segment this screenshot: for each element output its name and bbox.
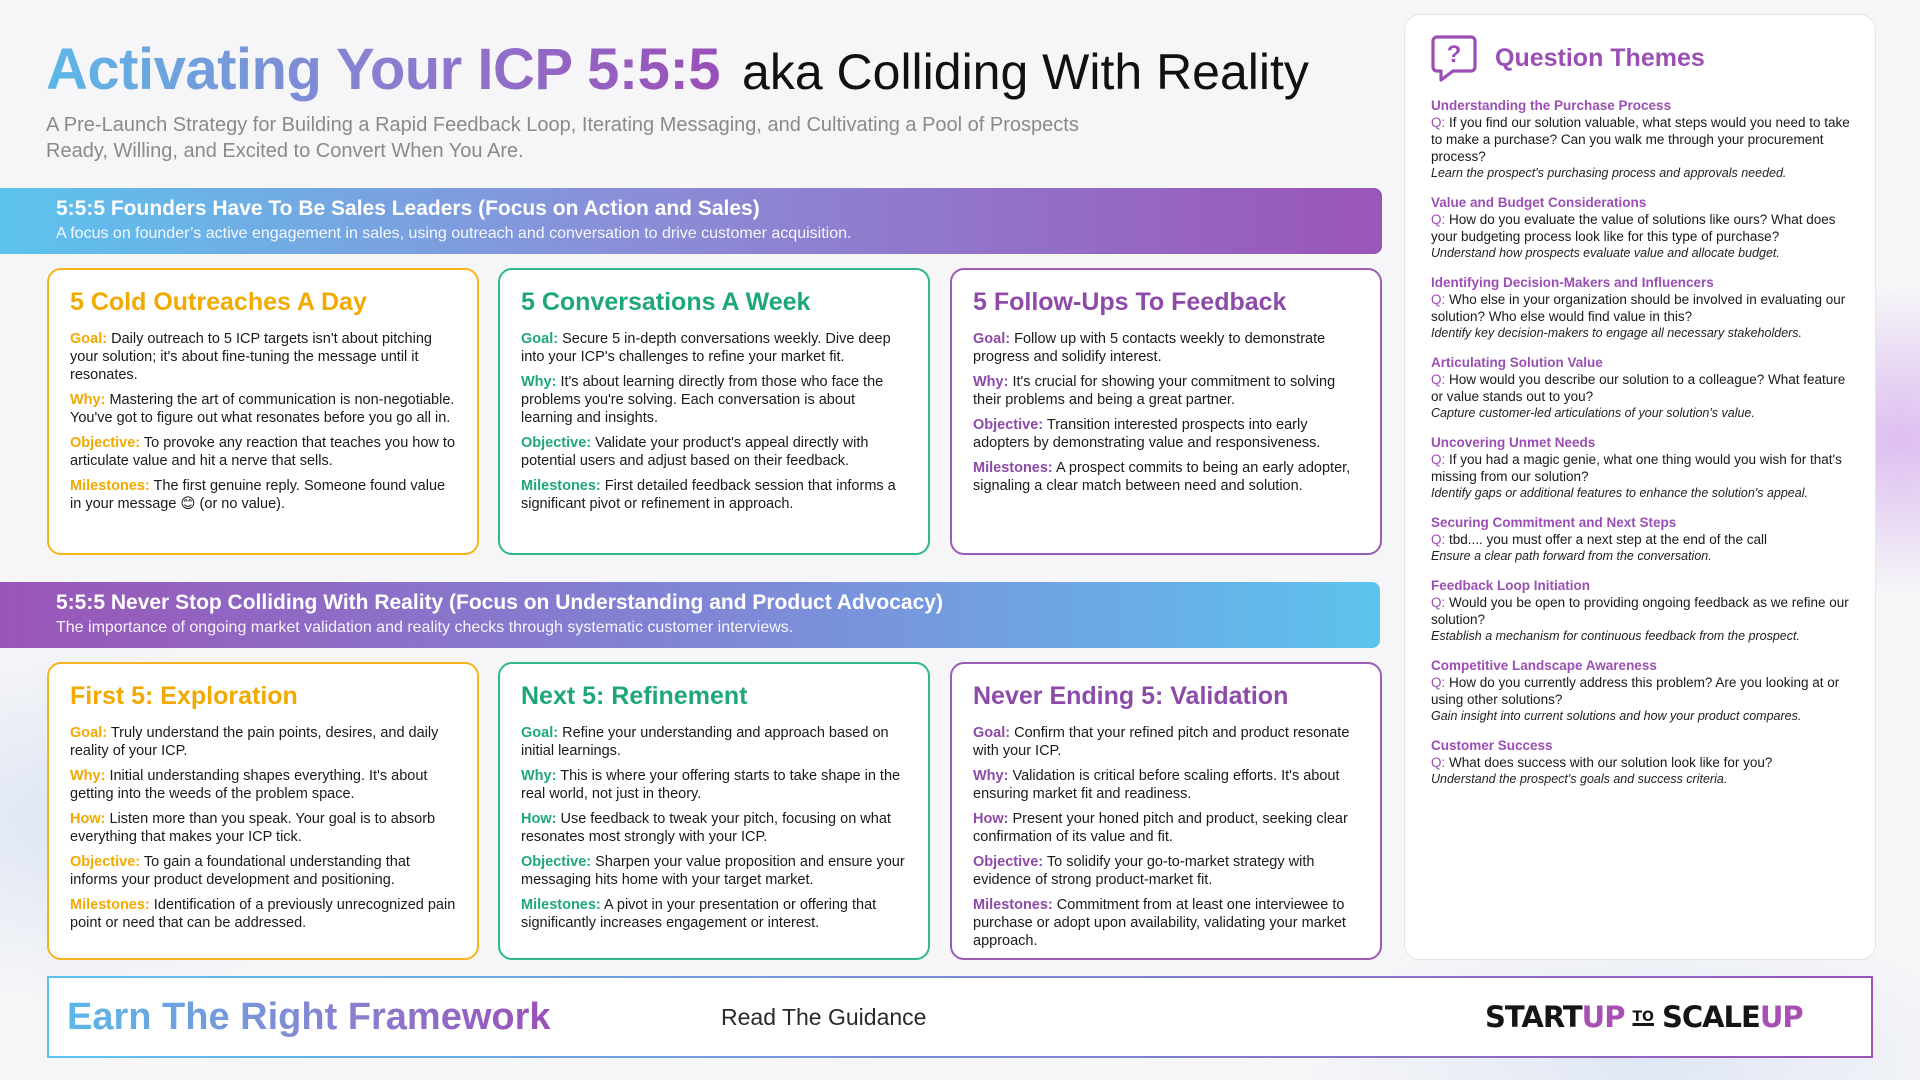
card-title: 5 Conversations A Week	[521, 288, 811, 316]
card-item-how: How: Use feedback to tweak your pitch, f…	[521, 811, 891, 845]
theme-note: Ensure a clear path forward from the con…	[1431, 549, 1712, 563]
page-subtitle: A Pre-Launch Strategy for Building a Rap…	[46, 114, 1079, 162]
card-item-milestones: Milestones: First detailed feedback sess…	[521, 478, 896, 512]
theme-item: Articulating Solution Value Q: How would…	[1431, 354, 1851, 421]
card-exploration: First 5: Exploration Goal: Truly underst…	[47, 662, 479, 960]
section-banner-subtitle: A focus on founder’s active engagement i…	[56, 225, 852, 242]
card-item-goal: Goal: Refine your understanding and appr…	[521, 725, 889, 759]
card-item-how: How: Listen more than you speak. Your go…	[70, 811, 436, 845]
section-banner-subtitle: The importance of ongoing market validat…	[56, 619, 794, 636]
theme-item: Value and Budget Considerations Q: How d…	[1431, 194, 1851, 261]
theme-note: Identify gaps or additional features to …	[1431, 486, 1808, 500]
theme-question: Q: Who else in your organization should …	[1431, 292, 1846, 324]
card-item-why: Why: It's crucial for showing your commi…	[973, 374, 1336, 408]
theme-note: Identify key decision-makers to engage a…	[1431, 326, 1803, 340]
theme-question: Q: How do you evaluate the value of solu…	[1431, 212, 1836, 244]
theme-item: Uncovering Unmet Needs Q: If you had a m…	[1431, 434, 1851, 501]
card-item-why: Why: Mastering the art of communication …	[70, 392, 455, 426]
card-conversations: 5 Conversations A Week Goal: Secure 5 in…	[498, 268, 930, 555]
card-item-how: How: Present your honed pitch and produc…	[973, 811, 1348, 845]
theme-question: Q: What does success with our solution l…	[1431, 755, 1773, 770]
card-refinement: Next 5: Refinement Goal: Refine your und…	[498, 662, 930, 960]
question-themes-header: ? Question Themes	[1429, 33, 1851, 83]
card-item-why: Why: Initial understanding shapes everyt…	[70, 768, 428, 802]
card-validation: Never Ending 5: Validation Goal: Confirm…	[950, 662, 1382, 960]
card-item-milestones: Milestones: Commitment from at least one…	[973, 897, 1346, 949]
card-item-objective: Objective: Transition interested prospec…	[973, 417, 1321, 451]
theme-note: Establish a mechanism for continuous fee…	[1431, 629, 1800, 643]
card-title: Next 5: Refinement	[521, 682, 748, 710]
card-item-why: Why: Validation is critical before scali…	[973, 768, 1340, 802]
card-item-milestones: Milestones: A prospect commits to being …	[973, 460, 1351, 494]
card-title: Never Ending 5: Validation	[973, 682, 1289, 710]
theme-note: Capture customer-led articulations of yo…	[1431, 406, 1755, 420]
theme-title: Customer Success	[1431, 738, 1553, 753]
question-themes-panel: ? Question Themes Understanding the Purc…	[1404, 14, 1876, 960]
theme-question: Q: How would you describe our solution t…	[1431, 372, 1846, 404]
card-item-milestones: Milestones: The first genuine reply. Som…	[70, 478, 446, 512]
main-panel: Activating Your ICP 5:5:5 aka Colliding …	[0, 36, 1382, 960]
card-item-goal: Goal: Secure 5 in-depth conversations we…	[521, 331, 891, 365]
card-item-objective: Objective: To solidify your go-to-market…	[973, 854, 1315, 888]
theme-title: Understanding the Purchase Process	[1431, 98, 1672, 113]
theme-title: Identifying Decision-Makers and Influenc…	[1431, 275, 1714, 290]
card-item-milestones: Milestones: Identification of a previous…	[70, 897, 456, 931]
theme-question: Q: If you find our solution valuable, wh…	[1431, 115, 1850, 164]
theme-item: Customer Success Q: What does success wi…	[1431, 737, 1851, 787]
theme-note: Understand how prospects evaluate value …	[1431, 246, 1780, 260]
card-item-goal: Goal: Follow up with 5 contacts weekly t…	[973, 331, 1326, 365]
card-item-objective: Objective: Sharpen your value propositio…	[521, 854, 905, 888]
theme-title: Competitive Landscape Awareness	[1431, 658, 1657, 673]
theme-question: Q: How do you currently address this pro…	[1431, 675, 1840, 707]
page-title: Activating Your ICP 5:5:5 aka Colliding …	[46, 36, 1309, 103]
section-banner-title: 5:5:5 Founders Have To Be Sales Leaders …	[56, 197, 760, 220]
card-item-milestones: Milestones: A pivot in your presentation…	[521, 897, 877, 931]
theme-title: Feedback Loop Initiation	[1431, 578, 1591, 593]
card-item-objective: Objective: To provoke any reaction that …	[70, 435, 456, 469]
theme-question: Q: tbd.... you must offer a next step at…	[1431, 532, 1767, 547]
svg-text:?: ?	[1447, 41, 1462, 68]
theme-title: Value and Budget Considerations	[1431, 195, 1647, 210]
theme-note: Learn the prospect's purchasing process …	[1431, 166, 1787, 180]
card-item-objective: Objective: Validate your product's appea…	[521, 435, 869, 469]
theme-title: Articulating Solution Value	[1431, 355, 1603, 370]
theme-question: Q: Would you be open to providing ongoin…	[1431, 595, 1849, 627]
card-item-goal: Goal: Confirm that your refined pitch an…	[973, 725, 1350, 759]
theme-item: Identifying Decision-Makers and Influenc…	[1431, 274, 1851, 341]
card-item-why: Why: This is where your offering starts …	[521, 768, 901, 802]
question-themes-title: Question Themes	[1495, 43, 1705, 72]
question-bubble-icon: ?	[1431, 35, 1477, 82]
section-banner-sales: 5:5:5 Founders Have To Be Sales Leaders …	[0, 188, 1382, 254]
card-title: 5 Follow-Ups To Feedback	[973, 288, 1287, 316]
section-banner-title: 5:5:5 Never Stop Colliding With Reality …	[56, 591, 943, 614]
theme-title: Uncovering Unmet Needs	[1431, 435, 1596, 450]
card-follow-ups: 5 Follow-Ups To Feedback Goal: Follow up…	[950, 268, 1382, 555]
theme-item: Feedback Loop Initiation Q: Would you be…	[1431, 577, 1851, 644]
card-cold-outreaches: 5 Cold Outreaches A Day Goal: Daily outr…	[47, 268, 479, 555]
card-title: 5 Cold Outreaches A Day	[70, 288, 367, 316]
card-item-goal: Goal: Truly understand the pain points, …	[70, 725, 439, 759]
section-banner-reality: 5:5:5 Never Stop Colliding With Reality …	[0, 582, 1380, 648]
title-highlight: Activating Your ICP 5:5:5	[46, 37, 721, 102]
card-item-why: Why: It's about learning directly from t…	[521, 374, 884, 426]
title-rest: aka Colliding With Reality	[742, 44, 1309, 100]
read-guidance-link[interactable]: Read The Guidance	[721, 1004, 927, 1030]
theme-item: Securing Commitment and Next Steps Q: tb…	[1431, 514, 1851, 564]
theme-note: Understand the prospect's goals and succ…	[1431, 772, 1728, 786]
card-item-objective: Objective: To gain a foundational unders…	[70, 854, 410, 888]
framework-title: Earn The Right Framework	[67, 996, 551, 1038]
card-title: First 5: Exploration	[70, 682, 298, 710]
theme-item: Competitive Landscape Awareness Q: How d…	[1431, 657, 1851, 724]
footer-bar: Earn The Right Framework Read The Guidan…	[47, 976, 1873, 1058]
theme-note: Gain insight into current solutions and …	[1431, 709, 1802, 723]
theme-title: Securing Commitment and Next Steps	[1431, 515, 1677, 530]
card-item-goal: Goal: Daily outreach to 5 ICP targets is…	[70, 331, 432, 383]
theme-question: Q: If you had a magic genie, what one th…	[1431, 452, 1842, 484]
theme-item: Understanding the Purchase Process Q: If…	[1431, 97, 1851, 181]
